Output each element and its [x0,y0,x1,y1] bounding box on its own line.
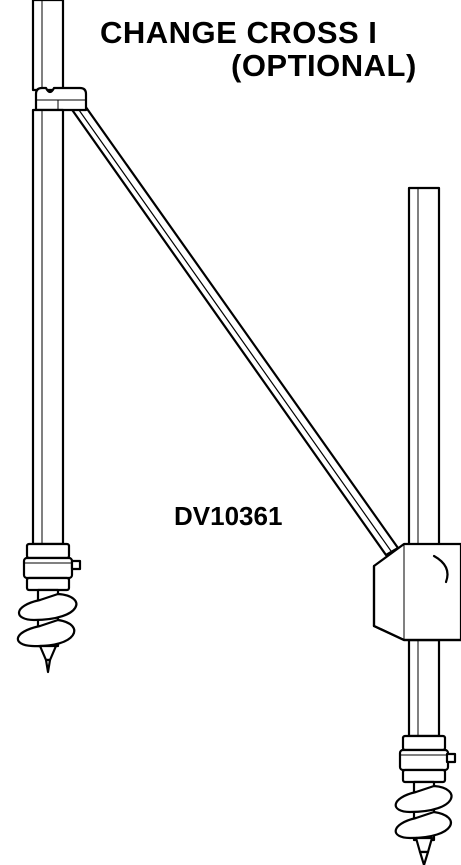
left-leg [18,0,86,672]
title-line-1: CHANGE CROSS I [100,15,378,50]
right-leg-collar [400,736,455,782]
brace-mounting-bracket [374,544,461,640]
right-leg-auger [396,782,452,865]
left-leg-auger [18,590,76,672]
figure-label: DV10361 [174,501,283,531]
cross-brace-rod [68,96,398,555]
right-leg [374,188,461,865]
upper-clamp-bracket [36,88,86,110]
left-leg-collar [24,544,80,590]
title-line-2: (OPTIONAL) [231,48,417,83]
